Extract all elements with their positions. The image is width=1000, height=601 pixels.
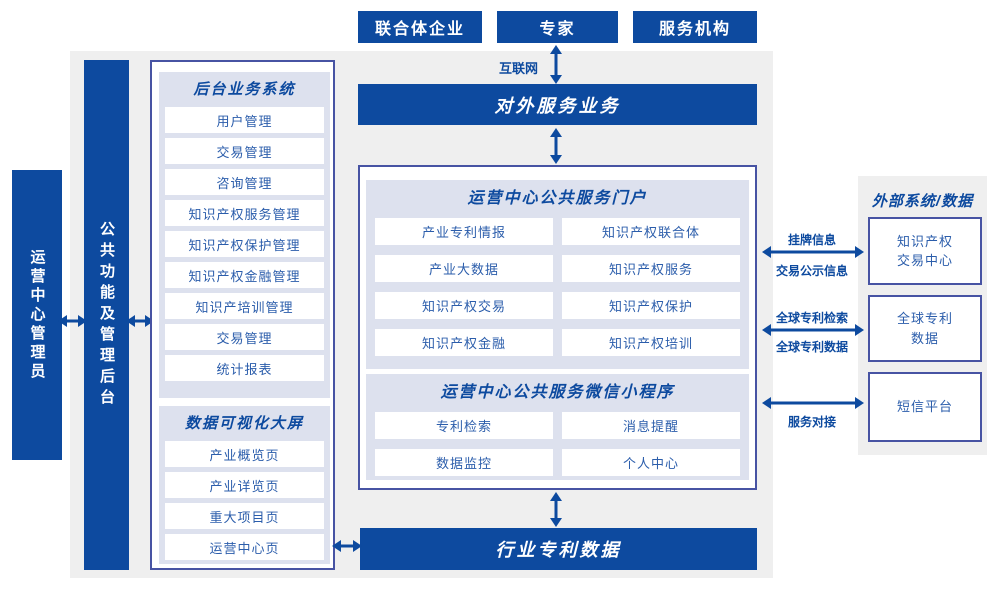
- arrow-line: [769, 328, 857, 332]
- arrow-line: [554, 52, 558, 77]
- arrow-admin-to-backend-icon: [58, 312, 87, 330]
- ops-center-admin-bar: 运营中心管理员: [12, 170, 62, 460]
- miniprogram-title: 运营中心公共服务微信小程序: [440, 384, 675, 401]
- backend-item: 知识产权服务管理: [165, 200, 324, 226]
- backend-subpanel: 后台业务系统 用户管理 交易管理 咨询管理 知识产权服务管理 知识产权保护管理 …: [150, 60, 335, 570]
- portal-item: 知识产权保护: [562, 292, 740, 319]
- global-patent-data-label: 全球专利数据: [775, 340, 848, 354]
- dataviz-item: 重大项目页: [165, 503, 324, 529]
- portal-item: 产业大数据: [375, 255, 553, 282]
- arrow-line: [133, 319, 147, 323]
- arrow-trading-center-icon: [762, 243, 864, 261]
- arrow-line: [554, 499, 558, 520]
- dataviz-title: 数据可视化大屏: [184, 415, 304, 432]
- external-service-bar: 对外服务业务: [358, 84, 757, 125]
- portal-item: 产业专利情报: [375, 218, 553, 245]
- portal-grid: 产业专利情报 知识产权联合体 产业大数据 知识产权服务 知识产权交易 知识产权保…: [375, 218, 740, 356]
- dataviz-section: 数据可视化大屏 产业概览页 产业详览页 重大项目页 运营中心页: [159, 406, 330, 564]
- miniprogram-item: 个人中心: [562, 449, 740, 476]
- backend-item: 统计报表: [165, 355, 324, 381]
- arrow-line: [769, 401, 857, 405]
- actor-service-agencies: 服务机构: [633, 11, 757, 43]
- arrow-service-to-portal-icon: [548, 128, 564, 164]
- service-docking-label: 服务对接: [787, 415, 836, 429]
- miniprogram-item: 数据监控: [375, 449, 553, 476]
- portal-item: 知识产权服务: [562, 255, 740, 282]
- internet-label: 互联网: [498, 61, 538, 76]
- dataviz-item: 产业概览页: [165, 441, 324, 467]
- actor-experts: 专家: [497, 11, 618, 43]
- dataviz-item: 产业详览页: [165, 472, 324, 498]
- sms-platform-box: 短信平台: [868, 372, 982, 442]
- arrow-line: [769, 250, 857, 254]
- backend-system-section: 后台业务系统 用户管理 交易管理 咨询管理 知识产权服务管理 知识产权保护管理 …: [159, 72, 330, 398]
- backend-item: 交易管理: [165, 138, 324, 164]
- arrow-sms-platform-icon: [762, 394, 864, 412]
- arrow-backend-to-subpanel-icon: [126, 312, 154, 330]
- center-panel: 运营中心公共服务门户 产业专利情报 知识产权联合体 产业大数据 知识产权服务 知…: [358, 165, 757, 490]
- backend-item: 知识产权保护管理: [165, 231, 324, 257]
- miniprogram-item: 专利检索: [375, 412, 553, 439]
- portal-item: 知识产权交易: [375, 292, 553, 319]
- backend-item: 知识产培训管理: [165, 293, 324, 319]
- arrow-line: [554, 135, 558, 157]
- portal-section: 运营中心公共服务门户 产业专利情报 知识产权联合体 产业大数据 知识产权服务 知…: [366, 180, 749, 369]
- backend-system-title: 后台业务系统: [193, 81, 296, 98]
- public-functions-backend-bar: 公共功能及管理后台: [84, 60, 129, 570]
- arrow-subpanel-to-patent-data-icon: [332, 537, 362, 555]
- actor-consortium-enterprises: 联合体企业: [358, 11, 482, 43]
- industry-patent-data-bar: 行业专利数据: [360, 528, 757, 570]
- arrow-internet-icon: [548, 45, 564, 84]
- portal-item: 知识产权联合体: [562, 218, 740, 245]
- ip-trading-center-box: 知识产权 交易中心: [868, 217, 982, 285]
- backend-item: 交易管理: [165, 324, 324, 350]
- miniprogram-section: 运营中心公共服务微信小程序 专利检索 消息提醒 数据监控 个人中心: [366, 374, 749, 480]
- portal-title: 运营中心公共服务门户: [467, 190, 648, 207]
- portal-item: 知识产权培训: [562, 329, 740, 356]
- arrow-line: [65, 319, 80, 323]
- dataviz-item: 运营中心页: [165, 534, 324, 560]
- arrow-line: [339, 544, 355, 548]
- backend-item: 知识产权金融管理: [165, 262, 324, 288]
- global-patent-data-box: 全球专利 数据: [868, 295, 982, 362]
- arrow-portal-to-patent-data-icon: [548, 492, 564, 527]
- arrow-global-patent-icon: [762, 321, 864, 339]
- miniprogram-grid: 专利检索 消息提醒 数据监控 个人中心: [375, 412, 740, 476]
- backend-item: 咨询管理: [165, 169, 324, 195]
- miniprogram-item: 消息提醒: [562, 412, 740, 439]
- backend-item: 用户管理: [165, 107, 324, 133]
- external-systems-title: 外部系统/数据: [871, 193, 974, 210]
- portal-item: 知识产权金融: [375, 329, 553, 356]
- trade-publicity-label: 交易公示信息: [775, 264, 848, 278]
